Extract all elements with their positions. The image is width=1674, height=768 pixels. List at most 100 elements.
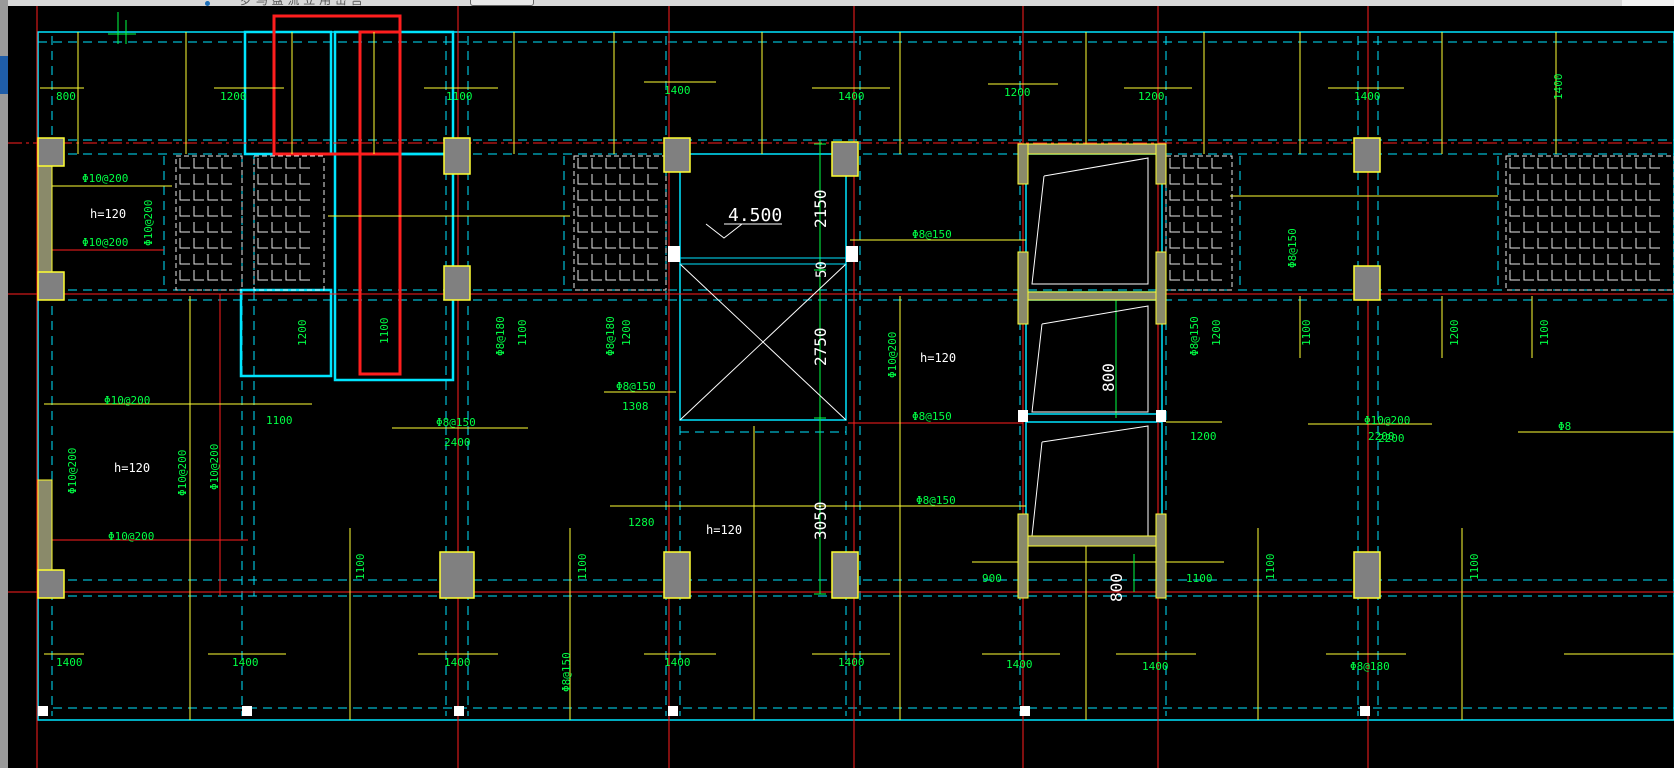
hatch-mark bbox=[271, 222, 282, 233]
drawing-label: 1100 bbox=[354, 554, 367, 581]
drawing-label: Φ10@200 bbox=[82, 236, 128, 249]
hatch-mark bbox=[633, 222, 644, 233]
hatch-mark bbox=[1565, 222, 1576, 233]
hatch-mark bbox=[1593, 222, 1604, 233]
hatch-mark bbox=[605, 206, 616, 217]
hatch-mark bbox=[221, 206, 232, 217]
column bbox=[443, 137, 471, 175]
hatch-mark bbox=[1621, 238, 1632, 249]
hatch-mark bbox=[285, 270, 296, 281]
hatch-mark bbox=[1579, 174, 1590, 185]
hatch-mark bbox=[271, 174, 282, 185]
hatch-mark bbox=[221, 270, 232, 281]
hatch-mark bbox=[1169, 222, 1180, 233]
column bbox=[439, 551, 475, 599]
node-markers bbox=[38, 246, 1370, 716]
hatch-mark bbox=[591, 222, 602, 233]
column bbox=[37, 271, 65, 301]
hatch-mark bbox=[1649, 254, 1660, 265]
hatch-layer bbox=[175, 155, 1674, 291]
drawing-label: 1400 bbox=[1552, 74, 1565, 101]
drawing-label: Φ8@150 bbox=[912, 410, 952, 423]
drawing-label: Φ8@180 bbox=[604, 316, 617, 356]
hatch-mark bbox=[619, 270, 630, 281]
hatch-mark bbox=[179, 158, 190, 169]
drawing-label: Φ8@180 bbox=[1350, 660, 1390, 673]
title-strip: 罗 马 盘 流 立 用 岱 宫 bbox=[0, 0, 1674, 7]
hatch-mark bbox=[257, 222, 268, 233]
hatch-mark bbox=[591, 190, 602, 201]
hatch-mark bbox=[1635, 270, 1646, 281]
hatch-mark bbox=[577, 254, 588, 265]
hatch-mark bbox=[1607, 254, 1618, 265]
column bbox=[1353, 265, 1381, 301]
window-title-fragment: 罗 马 盘 流 立 用 岱 宫 bbox=[240, 0, 363, 7]
hatch-mark bbox=[207, 270, 218, 281]
hatch-mark bbox=[1635, 238, 1646, 249]
drawing-label: 1200 bbox=[620, 320, 633, 347]
hatch-mark bbox=[1169, 238, 1180, 249]
hatch-mark bbox=[1183, 158, 1194, 169]
left-toolbar-edge[interactable] bbox=[0, 0, 8, 768]
drawing-label: 1400 bbox=[664, 656, 691, 669]
hatch-mark bbox=[299, 206, 310, 217]
drawing-label: Φ8@180 bbox=[494, 316, 507, 356]
drawing-label: 1400 bbox=[664, 84, 691, 97]
hatch-mark bbox=[179, 270, 190, 281]
drawing-canvas[interactable]: 80012001100140014001200120014001400Φ10@2… bbox=[8, 6, 1674, 768]
hatch-mark bbox=[1211, 222, 1222, 233]
drawing-label: Φ8@150 bbox=[1188, 316, 1201, 356]
drawing-label: 1400 bbox=[232, 656, 259, 669]
hatch-mark bbox=[591, 174, 602, 185]
column bbox=[663, 551, 691, 599]
hatch-mark bbox=[591, 206, 602, 217]
drawing-label: 800 bbox=[1099, 363, 1118, 392]
hatch-box bbox=[175, 155, 243, 291]
hatch-mark bbox=[1621, 222, 1632, 233]
hatch-mark bbox=[257, 190, 268, 201]
drawing-label: Φ10@200 bbox=[208, 444, 221, 490]
drawing-label: Φ10@200 bbox=[66, 448, 79, 494]
hatch-mark bbox=[1635, 158, 1646, 169]
hatch-mark bbox=[179, 222, 190, 233]
hatch-mark bbox=[1523, 270, 1534, 281]
hatch-mark bbox=[1649, 158, 1660, 169]
hatch-mark bbox=[591, 254, 602, 265]
hatch-mark bbox=[221, 174, 232, 185]
hatch-mark bbox=[647, 174, 658, 185]
hatch-mark bbox=[647, 222, 658, 233]
hatch-mark bbox=[1593, 190, 1604, 201]
hatch-mark bbox=[633, 174, 644, 185]
hatch-mark bbox=[257, 238, 268, 249]
grid-bubble-tick bbox=[108, 12, 136, 44]
hatch-mark bbox=[1579, 190, 1590, 201]
drawing-label: 1200 bbox=[1448, 320, 1461, 347]
hatch-box bbox=[253, 155, 325, 291]
hatch-mark bbox=[299, 254, 310, 265]
hatch-mark bbox=[1565, 174, 1576, 185]
hatch-mark bbox=[1537, 270, 1548, 281]
hatch-mark bbox=[207, 206, 218, 217]
hatch-mark bbox=[1537, 174, 1548, 185]
hatch-mark bbox=[1523, 190, 1534, 201]
hatch-mark bbox=[285, 238, 296, 249]
column bbox=[37, 569, 65, 599]
hatch-mark bbox=[1565, 270, 1576, 281]
hatch-mark bbox=[1607, 174, 1618, 185]
hatch-mark bbox=[1593, 238, 1604, 249]
hatch-mark bbox=[1593, 174, 1604, 185]
left-toolbar-tab[interactable] bbox=[0, 56, 8, 94]
hatch-mark bbox=[299, 238, 310, 249]
hatch-mark bbox=[179, 174, 190, 185]
hatch-mark bbox=[1579, 254, 1590, 265]
hatch-mark bbox=[1169, 158, 1180, 169]
drawing-label: 50 bbox=[814, 261, 830, 278]
hatch-mark bbox=[619, 222, 630, 233]
hatch-mark bbox=[1551, 270, 1562, 281]
hatch-mark bbox=[1579, 238, 1590, 249]
hatch-mark bbox=[1197, 174, 1208, 185]
drawing-label: 1200 bbox=[1138, 90, 1165, 103]
hatch-mark bbox=[1523, 206, 1534, 217]
column bbox=[663, 137, 691, 173]
